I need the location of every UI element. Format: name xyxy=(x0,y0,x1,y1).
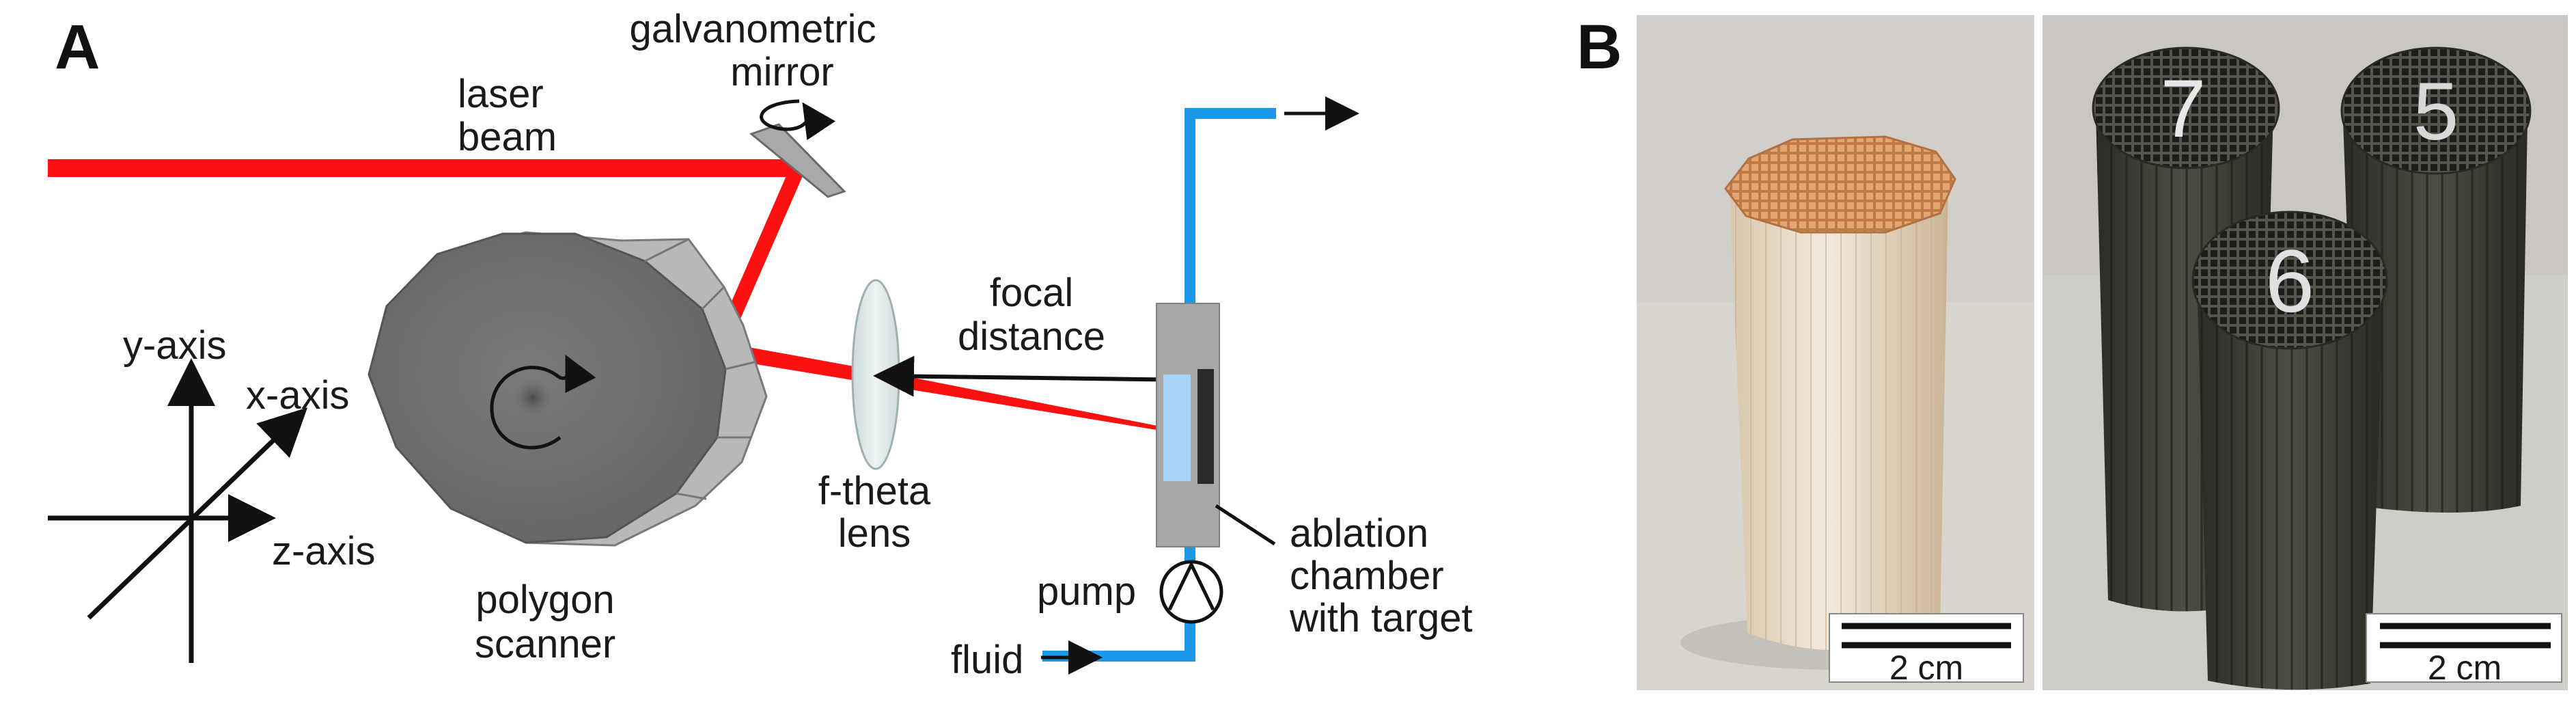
coated-marking-5: 5 xyxy=(2413,66,2459,157)
scale-bar-2: 2 cm xyxy=(2366,613,2562,687)
ablation-label-line1: ablation xyxy=(1290,511,1428,556)
polygon-scanner xyxy=(368,231,768,547)
laser-label-line2: beam xyxy=(458,115,557,159)
ablation-pointer xyxy=(1215,504,1276,546)
coated-marking-7: 7 xyxy=(2161,63,2206,154)
ablation-target xyxy=(1197,369,1214,484)
ablation-chamber xyxy=(1156,303,1220,547)
focal-label-line2: distance xyxy=(958,314,1105,359)
coated-sample-6: 6 xyxy=(2191,211,2388,690)
scale-bar-1: 2 cm xyxy=(1829,613,2024,687)
ftheta-label-line1: f-theta xyxy=(818,469,931,513)
polygon-hub xyxy=(514,379,552,417)
scale-bar-2-label: 2 cm xyxy=(2428,649,2502,687)
pump-label: pump xyxy=(1037,569,1136,614)
polygon-label-line1: polygon xyxy=(475,578,614,622)
pump-icon xyxy=(1159,560,1223,624)
focal-label-line1: focal xyxy=(990,271,1074,315)
fluid-line-out xyxy=(1185,108,1276,314)
panel-a-letter: A xyxy=(55,12,100,82)
photo-uncoated: 2 cm xyxy=(1637,15,2034,690)
scale-bar-1-label: 2 cm xyxy=(1889,649,1963,687)
ablation-chamber-window xyxy=(1163,375,1191,481)
coordinate-axes xyxy=(48,358,308,663)
coated-marking-6: 6 xyxy=(2265,231,2314,331)
polygon-rotation-arrow xyxy=(490,355,596,450)
laser-label-line1: laser xyxy=(458,72,544,116)
panel-b: B 2 cm xyxy=(1577,12,2568,690)
z-axis-label: z-axis xyxy=(272,529,375,573)
polygon-label-line2: scanner xyxy=(475,622,615,666)
uncoated-top-face xyxy=(1724,135,1956,234)
galvo-label-line1: galvanometric xyxy=(629,7,876,51)
galvo-label-line2: mirror xyxy=(730,50,833,94)
coated-sample-5: 5 xyxy=(2340,46,2532,513)
x-axis-line xyxy=(87,407,308,620)
fluid-label: fluid xyxy=(951,638,1023,682)
photo-coated: 7 5 6 2 cm xyxy=(2042,15,2568,690)
galvo-rotation-arrow xyxy=(760,99,835,141)
ablation-label-line2: chamber xyxy=(1290,554,1444,598)
panel-a: A galvanometric mirror laser beam polygo… xyxy=(48,7,1473,682)
y-axis-label: y-axis xyxy=(123,323,226,368)
laser-beam-to-lens xyxy=(719,342,869,383)
focal-distance-arrow xyxy=(873,355,1205,400)
uncoated-sample xyxy=(1724,135,1956,651)
x-axis-label: x-axis xyxy=(246,373,349,418)
ablation-label-line3: with target xyxy=(1289,596,1473,640)
ftheta-label-line2: lens xyxy=(838,511,911,556)
panel-b-letter: B xyxy=(1577,12,1622,82)
